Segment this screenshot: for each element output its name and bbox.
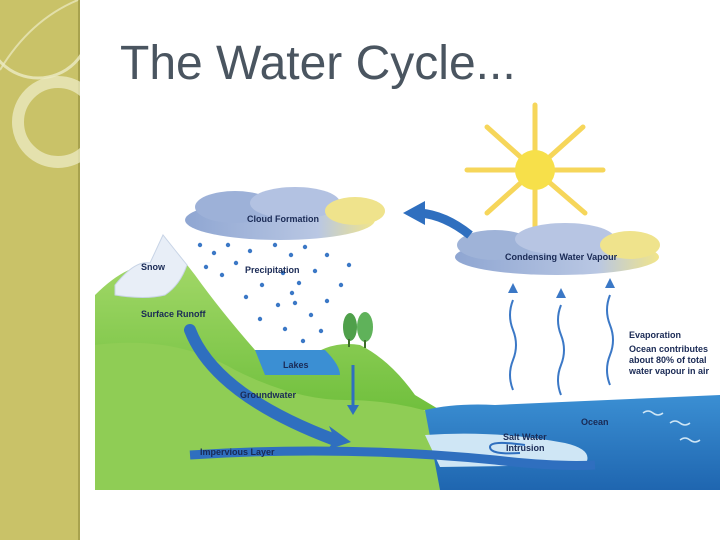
snow-cap xyxy=(114,234,188,298)
label-ocean-note-2: about 80% of total xyxy=(629,355,707,365)
label-evaporation: Evaporation xyxy=(629,330,681,340)
groundwater-arrow-head xyxy=(327,426,351,450)
condensation-arrow-head xyxy=(403,201,425,225)
sun-icon xyxy=(464,102,606,230)
groundwater-arrow xyxy=(184,324,341,446)
label-surface-runoff: Surface Runoff xyxy=(141,309,207,319)
evaporation-arrow-heads xyxy=(508,278,615,298)
label-salt-water: Salt Water xyxy=(503,432,547,442)
label-cloud-formation: Cloud Formation xyxy=(247,214,319,224)
label-lakes: Lakes xyxy=(283,360,309,370)
precipitation-drops xyxy=(197,242,352,344)
label-groundwater: Groundwater xyxy=(240,390,297,400)
label-impervious-layer: Impervious Layer xyxy=(200,447,275,457)
lake-shape xyxy=(255,350,340,375)
ocean-shape xyxy=(425,395,720,490)
label-ocean-note-3: water vapour in air xyxy=(628,366,710,376)
evaporation-arrows xyxy=(509,294,614,396)
page-title: The Water Cycle... xyxy=(120,37,516,90)
side-decor-bar-edge xyxy=(78,0,80,540)
label-intrusion: Intrusion xyxy=(506,443,545,453)
label-ocean-note-1: Ocean contributes xyxy=(629,344,708,354)
label-ocean: Ocean xyxy=(581,417,609,427)
water-cycle-diagram: Cloud Formation Snow Precipitation Conde… xyxy=(95,102,720,490)
label-condensing-water-vapour: Condensing Water Vapour xyxy=(505,252,618,262)
condensation-arrow xyxy=(419,208,473,239)
waves xyxy=(642,410,701,443)
tree-icon xyxy=(343,312,373,348)
label-snow: Snow xyxy=(141,262,166,272)
salt-water-intrusion-arrow xyxy=(488,441,526,455)
label-precipitation: Precipitation xyxy=(245,265,300,275)
impervious-layer-flow xyxy=(189,446,596,470)
decorative-circles xyxy=(0,0,80,168)
cloud-formation-cloud xyxy=(185,187,385,240)
infiltration-arrow-head xyxy=(347,405,359,415)
condensing-cloud xyxy=(455,223,660,275)
